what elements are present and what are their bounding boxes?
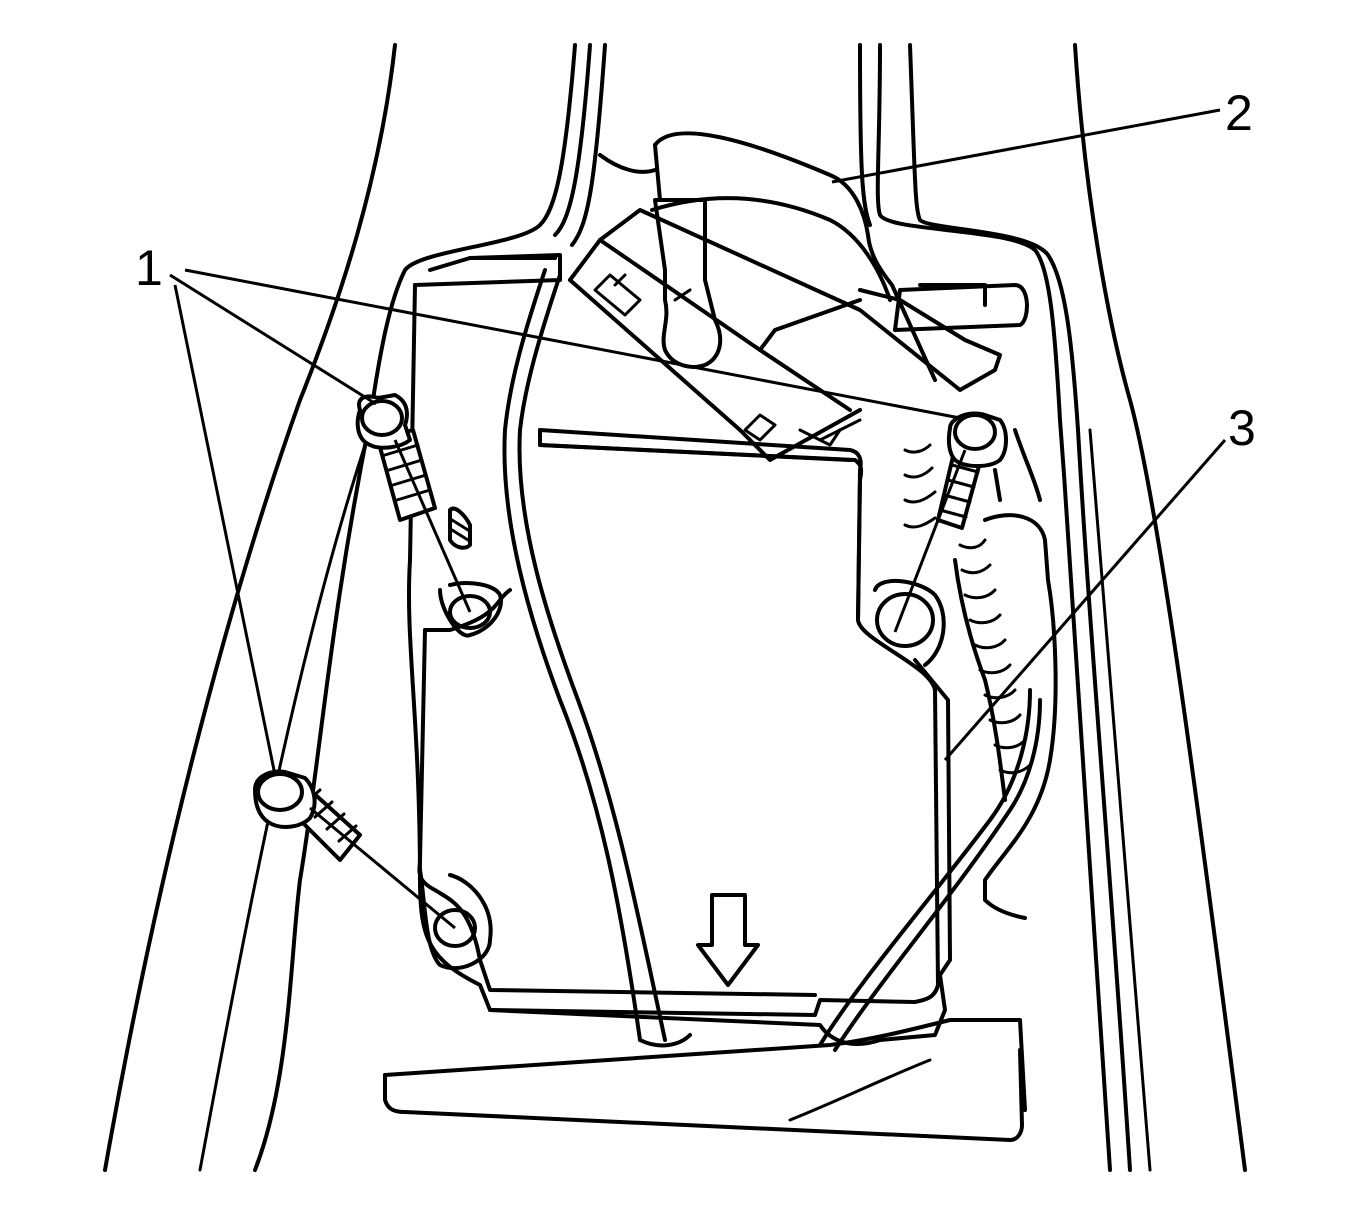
callout-2: 2 bbox=[1225, 85, 1253, 141]
direction-arrow-icon bbox=[696, 893, 760, 987]
mounting-holes bbox=[418, 506, 946, 971]
retaining-strap bbox=[502, 268, 1042, 1052]
lower-bracket bbox=[383, 253, 1029, 1142]
bolt-lower-left bbox=[253, 769, 362, 862]
control-module bbox=[417, 208, 1002, 1017]
callout-3: 3 bbox=[1228, 400, 1256, 456]
right-pillar-panel bbox=[858, 43, 1247, 1172]
callout-1: 1 bbox=[135, 240, 163, 296]
bolt-upper-left bbox=[355, 393, 437, 522]
leader-lines bbox=[169, 108, 1227, 930]
wiring-harness bbox=[903, 428, 1058, 920]
